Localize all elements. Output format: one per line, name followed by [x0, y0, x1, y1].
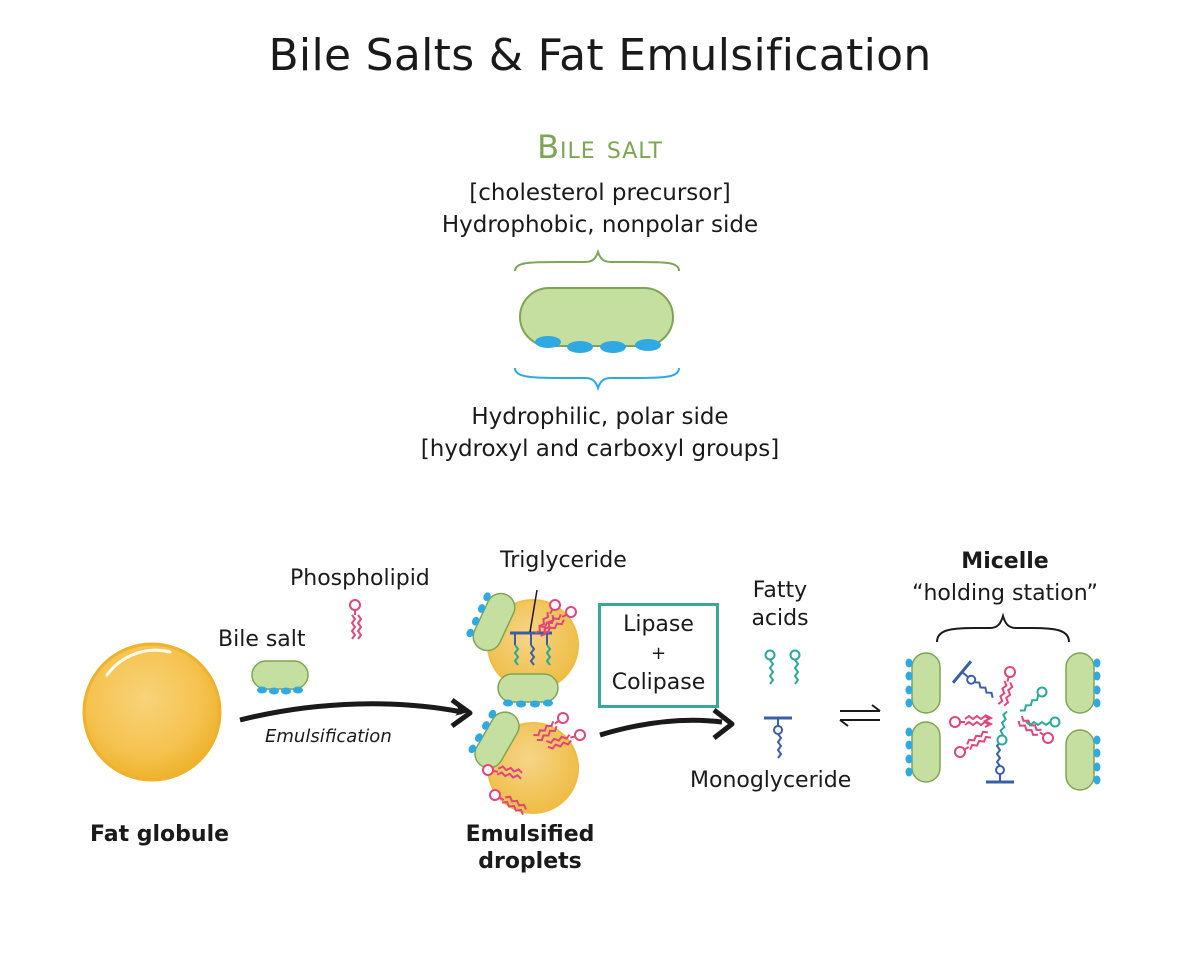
equilibrium-arrows	[839, 704, 881, 727]
page-title: Bile Salts & Fat Emulsification	[268, 30, 932, 81]
colipase-label: Colipase	[611, 670, 706, 695]
emulsification-label: Emulsification	[265, 726, 392, 747]
fat-globule-shape	[82, 642, 222, 782]
hydroxyl-carboxyl-label: [hydroxyl and carboxyl groups]	[420, 436, 780, 462]
phospholipid-molecule	[349, 599, 362, 640]
fatty-acid-molecule	[764, 649, 776, 685]
fatty-acid-molecule	[789, 649, 801, 685]
bile-salt-heading: Bile salt	[537, 128, 663, 166]
hydrophilic-side-label: Hydrophilic, polar side	[471, 404, 729, 430]
bile-salt-molecule	[519, 287, 674, 353]
triglyceride-molecule	[510, 631, 552, 666]
lipase-arrow	[599, 717, 723, 738]
micelle-brace	[936, 612, 1070, 643]
fatty-acids-label-line2: acids	[751, 606, 809, 631]
monoglyceride-label: Monoglyceride	[690, 768, 852, 793]
cholesterol-precursor-label: [cholesterol precursor]	[469, 180, 731, 206]
emulsified-label-line2: droplets	[478, 849, 582, 874]
hydrophobic-side-label: Hydrophobic, nonpolar side	[441, 212, 759, 238]
holding-station-label: “holding station”	[912, 581, 1098, 606]
micelle-label: Micelle	[961, 549, 1049, 574]
fat-globule-label: Fat globule	[90, 822, 230, 847]
bile-salt-label: Bile salt	[218, 627, 306, 652]
fatty-acids-label-line1: Fatty	[752, 578, 808, 603]
triglyceride-pointer	[529, 589, 538, 633]
emulsified-label-line1: Emulsified	[465, 822, 595, 847]
hydrophobic-brace	[514, 248, 680, 272]
phospholipid-label: Phospholipid	[290, 566, 430, 591]
micelle-shape	[904, 652, 1102, 791]
hydrophilic-brace	[514, 367, 680, 392]
emulsified-droplets-shape	[461, 585, 588, 818]
triglyceride-label: Triglyceride	[500, 548, 627, 573]
emulsification-arrow	[239, 701, 466, 723]
lipase-label: Lipase	[623, 612, 694, 637]
monoglyceride-molecule	[762, 716, 794, 760]
lipase-colipase-box	[598, 603, 719, 708]
plus-label: +	[650, 643, 667, 664]
small-bile-salt	[251, 660, 309, 696]
